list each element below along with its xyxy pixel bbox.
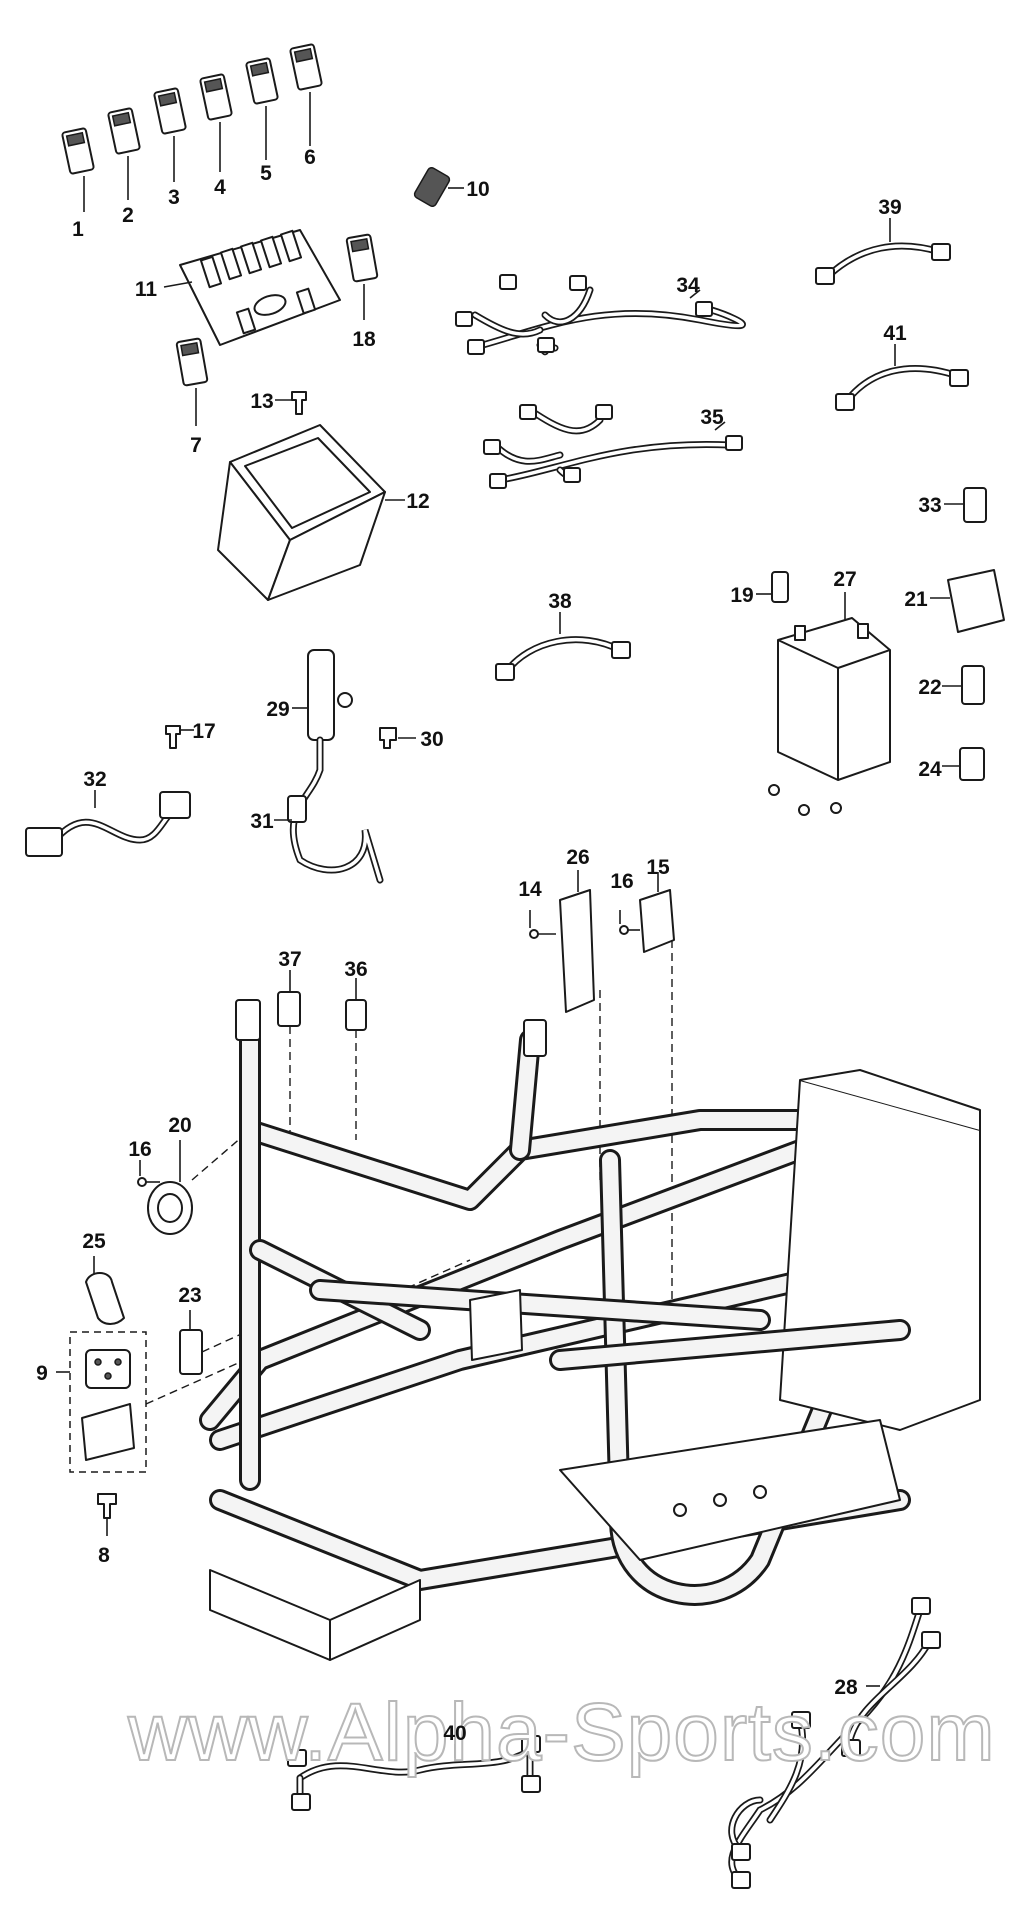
callout-40: 40 [443, 1722, 466, 1745]
harness-34 [455, 274, 746, 356]
callout-8: 8 [98, 1544, 110, 1567]
sensor-29 [292, 649, 353, 741]
watermark-text: www.Alpha-Sports.com [127, 1687, 996, 1778]
switch-4 [199, 73, 233, 172]
callout-16-upper: 16 [610, 870, 633, 893]
switch-3 [153, 87, 187, 182]
callout-35: 35 [700, 406, 724, 429]
relay-36 [345, 978, 367, 1140]
relay-33 [944, 487, 987, 523]
callout-3: 3 [168, 186, 180, 209]
switch-2 [107, 107, 141, 200]
cable-31 [274, 736, 384, 884]
harness-32 [25, 790, 191, 857]
harness-39 [815, 218, 951, 285]
callout-41: 41 [883, 322, 907, 345]
callout-31: 31 [250, 810, 274, 833]
callout-36: 36 [344, 958, 367, 981]
callout-1: 1 [72, 218, 84, 241]
callout-11: 11 [135, 278, 158, 301]
switch-5 [245, 57, 279, 160]
switch-1 [61, 127, 95, 212]
callout-19: 19 [730, 584, 753, 607]
callout-4: 4 [214, 176, 226, 199]
callout-6: 6 [304, 146, 316, 169]
cover-25 [85, 1256, 125, 1325]
switch-18 [345, 233, 379, 320]
callout-29: 29 [266, 698, 289, 721]
screw-14 [529, 910, 556, 939]
vehicle-frame [199, 999, 981, 1661]
callout-28: 28 [834, 1676, 858, 1699]
callout-25: 25 [82, 1230, 106, 1253]
harness-38 [495, 612, 631, 681]
screw-8 [97, 1493, 117, 1536]
bolt-17 [165, 725, 194, 749]
module-21 [930, 569, 1005, 633]
callout-33: 33 [918, 494, 941, 517]
harness-35 [483, 404, 743, 489]
callout-7: 7 [190, 434, 202, 457]
callout-39: 39 [878, 196, 901, 219]
screw-16-upper [619, 910, 640, 935]
relay-kit-9 [56, 1259, 471, 1473]
switch-panel-11 [163, 229, 341, 346]
bolt-30 [379, 727, 416, 749]
harness-40 [287, 1735, 541, 1811]
callout-24: 24 [918, 758, 942, 781]
bracket-26 [559, 870, 601, 1180]
callout-22: 22 [918, 676, 941, 699]
callout-17: 17 [192, 720, 215, 743]
callout-10: 10 [466, 178, 489, 201]
battery-27 [768, 592, 891, 816]
callout-15: 15 [646, 856, 670, 879]
callout-18: 18 [352, 328, 376, 351]
screw-16-lower [137, 1160, 160, 1187]
callout-27: 27 [833, 568, 856, 591]
callout-30: 30 [420, 728, 443, 751]
callout-26: 26 [566, 846, 589, 869]
callout-37: 37 [278, 948, 301, 971]
module-15 [639, 872, 675, 1320]
callout-2: 2 [122, 204, 134, 227]
callout-34: 34 [676, 274, 700, 297]
horn-20 [147, 1129, 251, 1235]
callout-14: 14 [518, 878, 542, 901]
connector-10 [413, 166, 464, 208]
switch-6 [289, 43, 323, 146]
callout-9: 9 [36, 1362, 48, 1385]
storage-box-12 [217, 424, 405, 601]
terminal-19 [756, 571, 789, 603]
harness-41 [835, 344, 969, 411]
callout-21: 21 [904, 588, 928, 611]
relay-37 [277, 970, 301, 1140]
callout-20: 20 [168, 1114, 191, 1137]
callout-32: 32 [83, 768, 106, 791]
relay-22 [942, 665, 985, 705]
callout-23: 23 [178, 1284, 201, 1307]
callout-5: 5 [260, 162, 272, 185]
fuse-24 [942, 747, 985, 781]
callout-38: 38 [548, 590, 572, 613]
callout-16-lower: 16 [128, 1138, 151, 1161]
callout-12: 12 [406, 490, 429, 513]
switch-7 [175, 337, 209, 426]
callout-13: 13 [250, 390, 273, 413]
harness-28 [728, 1597, 941, 1889]
screw-13 [275, 391, 307, 415]
